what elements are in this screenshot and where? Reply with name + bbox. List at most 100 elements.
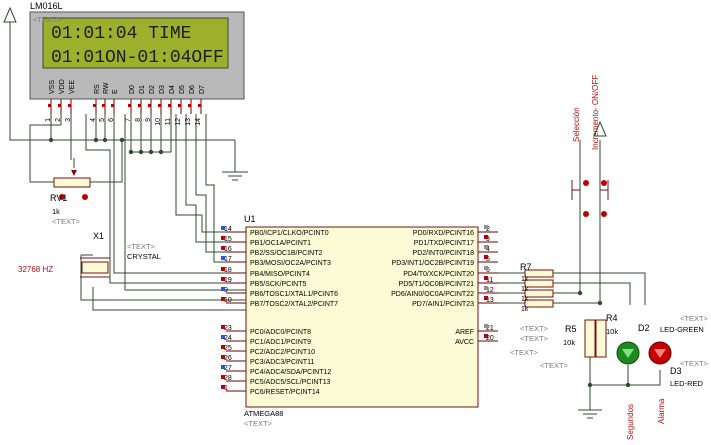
mcu-pin-number: 24 — [224, 335, 232, 342]
lcd-pin-number: 10 — [155, 118, 162, 126]
mcu-pin-number: 23 — [224, 325, 232, 332]
mcu-pin-name: PD7/AIN1/PCINT23 — [412, 301, 474, 308]
pin-marker — [48, 104, 51, 107]
potentiometer-rv1[interactable]: RV1 1k <TEXT> — [30, 170, 105, 226]
mcu-pin-number: 15 — [224, 236, 232, 243]
lcd-text-tag: <TEXT> — [33, 15, 62, 24]
lcd-module[interactable]: LM016L <TEXT> 01:01:04 TIME 01:01ON-01:0… — [29, 1, 245, 126]
mcu-pin-name: PC6/RESET/PCINT14 — [250, 389, 320, 396]
mcu-pin-name: PD1/TXD/PCINT17 — [414, 240, 474, 247]
seleccion-label: Selección — [572, 107, 581, 142]
pin-marker — [484, 245, 488, 249]
pushbutton-seleccion[interactable] — [571, 180, 589, 217]
r7-value-2: 1k — [521, 286, 529, 293]
lcd-pin-number: 7 — [125, 118, 132, 122]
lcd-pin-number: 12 — [175, 118, 182, 126]
lcd-pin-label: D6 — [189, 85, 196, 94]
pin-marker — [198, 104, 201, 107]
r5-value: 10k — [563, 338, 575, 347]
pin-marker — [484, 334, 488, 338]
power-terminal-icon-right — [593, 120, 607, 137]
lcd-pin-label: D7 — [199, 85, 206, 94]
r7-value-4: 1k — [521, 306, 529, 313]
pin-marker — [221, 325, 225, 329]
mcu-pin-name: PC2/ADC2/PCINT10 — [250, 349, 315, 356]
mcu-pin-number: 14 — [224, 226, 232, 233]
alarma-label: Alarma — [657, 398, 666, 424]
pin-marker — [221, 267, 225, 271]
mcu-pin-number: 25 — [224, 345, 232, 352]
r7-value-3: 1k — [521, 296, 529, 303]
mcu-pin-number: 18 — [224, 267, 232, 274]
mcu-pin-name: PB3/MOSI/OC2A/PCINT3 — [250, 260, 331, 267]
x1-ref: X1 — [93, 231, 104, 241]
mcu-pin-number: 17 — [224, 256, 232, 263]
mcu-left-pins: 14PB0/ICP1/CLKO/PCINT015PB1/OC1A/PCINT11… — [221, 226, 338, 396]
ground-symbol — [222, 171, 248, 181]
lcd-pin-number: 4 — [90, 118, 97, 122]
lcd-pin-number: 5 — [99, 118, 106, 122]
lcd-pin-label: VDD — [59, 79, 66, 94]
pin-marker — [58, 104, 61, 107]
pin-marker — [221, 277, 225, 281]
pin-marker — [102, 104, 105, 107]
mcu-right-pins: 2PD0/RXD/PCINT163PD1/TXD/PCINT174PD2/INT… — [391, 225, 498, 346]
lcd-pin-number: 13 — [185, 118, 192, 126]
mcu-pin-number: 9 — [224, 287, 228, 294]
pin-marker — [484, 266, 488, 270]
led-red-d3[interactable]: D3 LED-RED <TEXT> — [648, 341, 709, 388]
ground-symbol-right — [578, 409, 602, 419]
mcu-pin-name: AREF — [455, 329, 474, 336]
mcu-pin-name: PB4/MISO/PCINT4 — [250, 271, 310, 278]
r7-text-tag-1: <TEXT> — [520, 324, 549, 333]
lcd-pin-number: 2 — [55, 118, 62, 122]
resistor-r4[interactable]: R4 10k <TEXT> — [540, 313, 618, 370]
mcu-pin-name: PD2/INT0/PCINT18 — [413, 250, 475, 257]
lcd-pin-number: 3 — [65, 118, 72, 122]
resistor-r5[interactable]: R5 10k <TEXT> — [510, 319, 596, 358]
segundos-label: Segundos — [626, 404, 635, 440]
mcu-pin-name: AVCC — [455, 339, 474, 346]
r4-ref: R4 — [606, 313, 618, 323]
mcu-ref: U1 — [244, 214, 256, 224]
incremento-label: Incremento- ON/OFF — [591, 75, 600, 150]
d3-type: LED-RED — [670, 379, 704, 388]
x1-text-tag: <TEXT> — [127, 242, 156, 251]
mcu-pin-number: 10 — [224, 297, 232, 304]
pushbutton-incremento[interactable] — [600, 180, 609, 217]
pin-marker — [221, 287, 225, 291]
lcd-pin-number: 11 — [165, 118, 172, 125]
pin-marker — [148, 104, 151, 107]
d3-text-tag: <TEXT> — [680, 359, 709, 368]
pin-marker — [484, 324, 488, 328]
pin-marker — [93, 104, 96, 107]
mcu-pin-name: PD6/AIN0/OC0A/PCINT22 — [391, 291, 474, 298]
pin-marker — [178, 104, 181, 107]
mcu-pin-number: 19 — [224, 277, 232, 284]
mcu-pin-number: 27 — [224, 365, 232, 372]
pin-marker — [221, 385, 225, 389]
led-green-d2[interactable]: D2 LED-GREEN <TEXT> — [616, 314, 709, 365]
microcontroller-u1[interactable]: U1 ATMEGA88 <TEXT> 14PB0/ICP1/CLKO/PCINT… — [221, 214, 498, 428]
d2-type: LED-GREEN — [660, 325, 704, 334]
r7-text-tag-2: <TEXT> — [520, 334, 549, 343]
lcd-pin-number: 6 — [108, 118, 115, 122]
pin-marker — [188, 104, 191, 107]
mcu-pin-name: PC4/ADC4/SDA/PCINT12 — [250, 369, 331, 376]
mcu-pin-name: PC5/ADC5/SCL/PCINT13 — [250, 379, 331, 386]
rv1-ref: RV1 — [50, 193, 67, 203]
mcu-pin-name: PD0/RXD/PCINT16 — [413, 230, 474, 237]
resistor-network-r7[interactable]: R7 1k 1k 1k 1k <TEXT> <TEXT> — [520, 262, 554, 343]
lcd-line-2: 01:01ON-01:04OFF — [51, 48, 224, 68]
mcu-pin-name: PB5/SCK/PCINT5 — [250, 281, 307, 288]
lcd-pin-label: RS — [94, 84, 101, 94]
pin-marker — [484, 255, 488, 259]
mcu-pin-name: PB0/ICP1/CLKO/PCINT0 — [250, 230, 329, 237]
mcu-pin-number: 1 — [224, 385, 228, 392]
lcd-pin-label: E — [112, 89, 119, 94]
pin-marker — [484, 276, 488, 280]
pin-marker — [221, 345, 225, 349]
lcd-pins: VSS1VDD2VEE3RS4RW5E6D07D18D29D310D411D51… — [45, 79, 206, 126]
crystal-x1[interactable]: X1 <TEXT> CRYSTAL 32768 HZ — [18, 231, 161, 278]
r7-value-1: 1k — [521, 276, 529, 283]
